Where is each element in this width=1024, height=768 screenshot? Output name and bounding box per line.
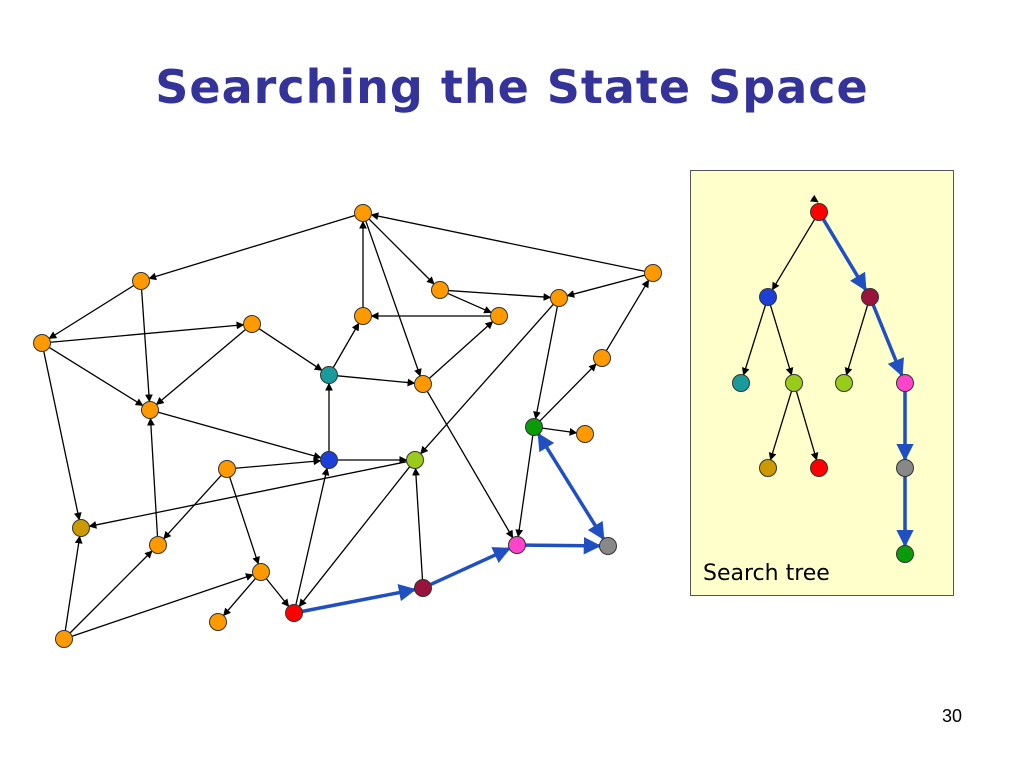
tree-node-red bbox=[810, 459, 828, 477]
graph-edge bbox=[566, 274, 645, 298]
state-node-orange bbox=[209, 613, 227, 631]
graph-edge bbox=[235, 457, 322, 469]
graph-edge bbox=[155, 328, 246, 406]
state-node-red bbox=[285, 604, 303, 622]
graph-edge bbox=[428, 321, 494, 379]
state-node-orange bbox=[149, 536, 167, 554]
state-node-orange bbox=[141, 401, 159, 419]
graph-edge bbox=[43, 351, 82, 521]
state-node-magenta bbox=[508, 536, 526, 554]
tree-node-red bbox=[810, 203, 828, 221]
graph-edge bbox=[48, 284, 135, 340]
state-node-orange bbox=[132, 272, 150, 290]
tree-edge bbox=[795, 390, 819, 461]
graph-edge bbox=[50, 321, 245, 343]
graph-edge bbox=[69, 550, 153, 634]
graph-edge bbox=[258, 328, 323, 371]
tree-node-teal bbox=[732, 374, 750, 392]
search-tree-nodes bbox=[732, 203, 914, 563]
search-tree-caption: Search tree bbox=[703, 561, 830, 586]
state-node-blue bbox=[320, 451, 338, 469]
state-node-orange bbox=[431, 281, 449, 299]
tree-edge bbox=[844, 304, 869, 376]
solution-path-edge bbox=[537, 432, 605, 541]
state-node-orange bbox=[33, 334, 51, 352]
graph-edge bbox=[71, 573, 254, 637]
graph-edge bbox=[542, 427, 578, 436]
tree-node-lime bbox=[835, 374, 853, 392]
state-node-orange bbox=[252, 563, 270, 581]
graph-edge bbox=[515, 435, 534, 538]
state-node-maroon bbox=[414, 579, 432, 597]
slide-title: Searching the State Space bbox=[155, 60, 869, 114]
state-node-orange bbox=[243, 315, 261, 333]
graph-edge bbox=[539, 363, 597, 422]
graph-edge bbox=[365, 220, 422, 377]
state-node-orange bbox=[354, 204, 372, 222]
graph-edge bbox=[370, 212, 645, 272]
state-node-orange bbox=[490, 307, 508, 325]
state-node-gray bbox=[599, 537, 617, 555]
state-node-teal bbox=[320, 366, 338, 384]
graph-edge bbox=[147, 417, 159, 537]
state-node-orange bbox=[55, 630, 73, 648]
tree-node-magenta bbox=[896, 374, 914, 392]
tree-node-maroon bbox=[861, 288, 879, 306]
graph-edge bbox=[533, 306, 559, 420]
graph-edge bbox=[148, 214, 356, 281]
graph-edge bbox=[88, 461, 407, 529]
state-node-green bbox=[525, 418, 543, 436]
tree-edge bbox=[768, 390, 793, 461]
state-node-orange bbox=[354, 307, 372, 325]
search-tree-edges bbox=[741, 194, 914, 548]
state-node-olive bbox=[72, 519, 90, 537]
page-number: 30 bbox=[941, 706, 962, 726]
tree-edge bbox=[769, 304, 794, 376]
graph-edge bbox=[426, 391, 514, 539]
graph-edge bbox=[158, 411, 322, 460]
state-node-orange bbox=[576, 425, 594, 443]
graph-edge bbox=[64, 535, 83, 631]
tree-root-arrow bbox=[809, 194, 819, 203]
tree-path-edge bbox=[821, 218, 868, 292]
state-node-orange bbox=[414, 375, 432, 393]
graph-edge bbox=[298, 466, 411, 607]
state-node-orange bbox=[218, 460, 236, 478]
tree-edge bbox=[771, 218, 816, 291]
state-node-orange bbox=[550, 289, 568, 307]
state-node-orange bbox=[644, 264, 662, 282]
state-node-lime bbox=[406, 451, 424, 469]
graph-edge bbox=[368, 218, 435, 285]
graph-edge bbox=[223, 578, 256, 617]
tree-node-lime bbox=[785, 374, 803, 392]
graph-edge bbox=[332, 322, 360, 368]
tree-node-blue bbox=[759, 288, 777, 306]
state-graph-nodes bbox=[33, 204, 662, 648]
graph-edge bbox=[605, 279, 650, 352]
tree-node-olive bbox=[759, 459, 777, 477]
tree-node-green bbox=[896, 545, 914, 563]
graph-edge bbox=[337, 375, 416, 387]
graph-edge bbox=[412, 467, 424, 580]
graph-edge bbox=[447, 292, 492, 314]
tree-node-gray bbox=[896, 459, 914, 477]
solution-path-edge bbox=[525, 536, 602, 555]
graph-edge bbox=[265, 578, 290, 607]
graph-edge bbox=[229, 476, 260, 565]
graph-edge bbox=[295, 467, 330, 605]
graph-edge bbox=[140, 289, 153, 403]
state-node-orange bbox=[593, 349, 611, 367]
tree-edge bbox=[741, 304, 767, 376]
tree-path-edge bbox=[871, 304, 904, 377]
graph-edge bbox=[448, 289, 552, 301]
graph-edge bbox=[420, 303, 554, 455]
solution-path-edge bbox=[302, 584, 417, 614]
graph-edge bbox=[163, 474, 222, 540]
graph-edge bbox=[48, 346, 144, 407]
solution-path-edge bbox=[430, 546, 511, 587]
state-graph-edges bbox=[43, 212, 650, 637]
